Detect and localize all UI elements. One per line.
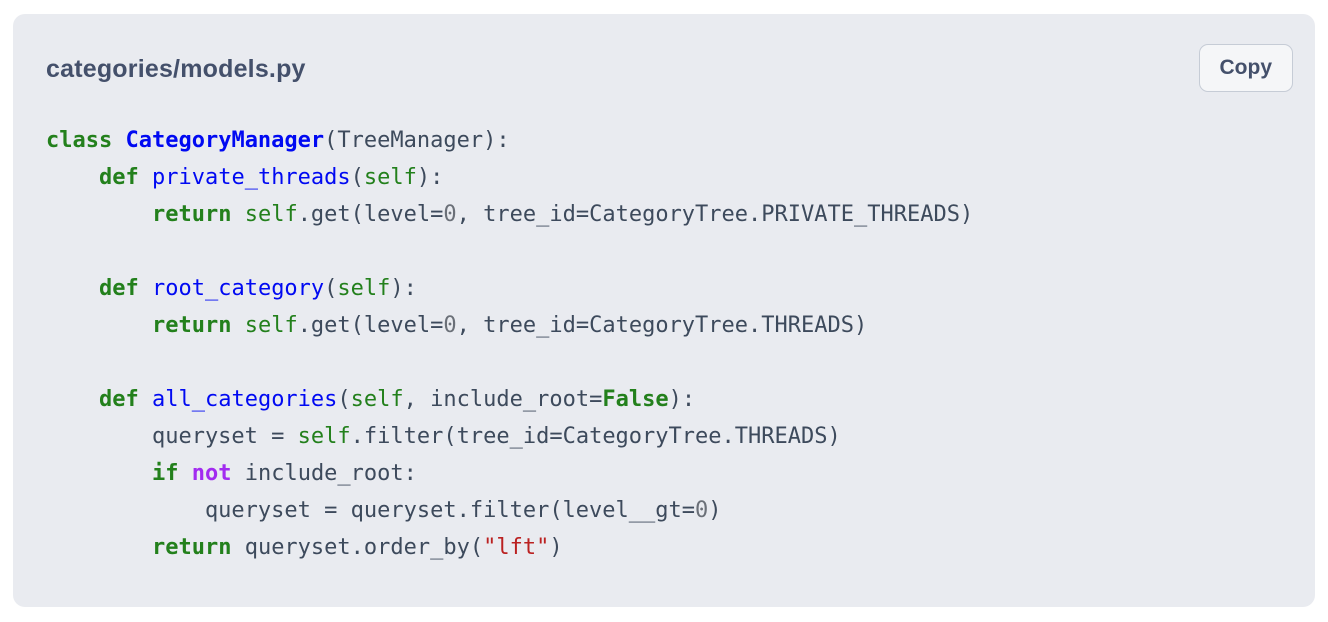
copy-button[interactable]: Copy — [1198, 44, 1293, 92]
code-line: return self.get(level=0, tree_id=Categor… — [151, 202, 974, 227]
code-line: queryset = queryset.filter(level__gt=0) — [46, 498, 722, 523]
code-line: if not include_root: — [151, 461, 417, 486]
code-line: def all_categories(self, include_root=Fa… — [98, 387, 696, 412]
code-snippet-card: categories/models.py Copy class Category… — [13, 14, 1315, 607]
code-line — [46, 344, 1282, 381]
filename-title: categories/models.py — [46, 55, 306, 83]
code-line: queryset = self.filter(tree_id=CategoryT… — [46, 424, 841, 449]
code-line: def private_threads(self): — [98, 165, 444, 190]
code-line: return self.get(level=0, tree_id=Categor… — [151, 313, 868, 338]
code-block: class CategoryManager(TreeManager): def … — [46, 122, 1282, 566]
card-header: categories/models.py Copy — [46, 44, 1293, 94]
code-line: class CategoryManager(TreeManager): — [46, 128, 510, 153]
code-line — [46, 233, 1282, 270]
code-line: def root_category(self): — [98, 276, 417, 301]
code-line: return queryset.order_by("lft") — [151, 535, 563, 560]
